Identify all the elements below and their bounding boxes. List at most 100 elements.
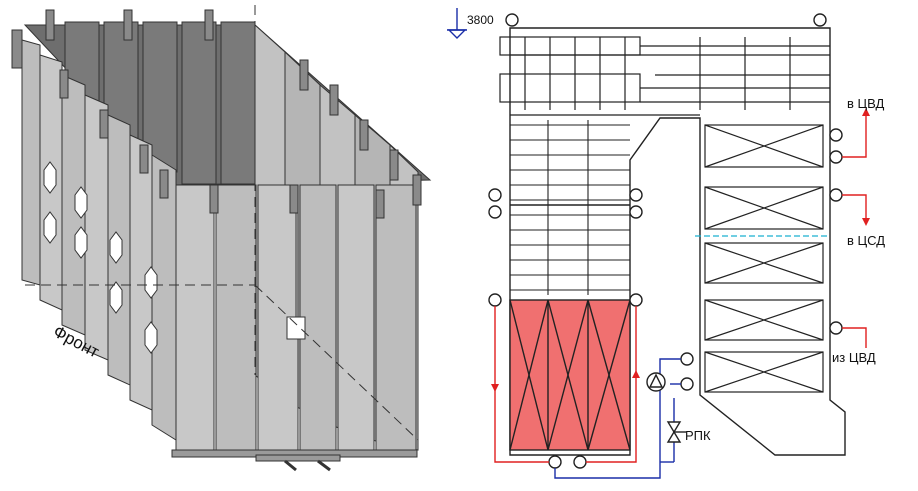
lower-panel-2 <box>215 184 257 454</box>
upper-superheater <box>499 36 641 56</box>
ceiling-tube-bundle <box>499 36 830 116</box>
outlet-hp-label: в ЦВД <box>847 96 885 111</box>
header-circle <box>829 188 843 202</box>
valve-label: РПК <box>685 428 711 443</box>
header-stub <box>45 9 55 41</box>
circulation-loop <box>554 358 681 479</box>
header-circle <box>829 150 843 164</box>
header-circle <box>488 293 502 307</box>
burner-opening-8 <box>144 321 158 354</box>
hx-block-5 <box>704 351 824 393</box>
pump-symbol <box>648 373 664 388</box>
burner-opening-4 <box>74 226 88 259</box>
header-stub <box>289 184 299 214</box>
furnace-cross <box>587 299 631 451</box>
header-circle <box>629 188 643 202</box>
header-circle <box>680 352 694 366</box>
mid-superheater <box>499 73 641 103</box>
header-stub <box>11 29 23 69</box>
hx-block-2 <box>704 186 824 230</box>
burner-opening-3 <box>74 186 88 219</box>
upper-panel-4 <box>181 21 217 185</box>
arrow-head <box>862 218 870 226</box>
arrow-head <box>632 370 640 378</box>
header-circle <box>629 293 643 307</box>
furnace-loop-left <box>494 306 549 463</box>
hx-block-4 <box>704 299 824 341</box>
top-headers <box>11 9 422 219</box>
hx-cross <box>704 351 824 393</box>
valve-bottom <box>666 430 682 443</box>
screen-tubes <box>510 120 630 295</box>
hx-cross <box>704 299 824 341</box>
header-circle <box>488 205 502 219</box>
convective-shaft <box>695 124 830 393</box>
steam-in-hp <box>842 327 867 348</box>
side-screen-1 <box>21 39 41 286</box>
lower-panel-5 <box>337 184 375 454</box>
arrow-head <box>491 384 499 392</box>
top-header-right <box>813 13 827 27</box>
header-stub <box>139 144 149 174</box>
header-circle <box>488 188 502 202</box>
lower-front-panels <box>171 184 418 472</box>
header-circle <box>829 321 843 335</box>
furnace-loop-right <box>586 306 637 463</box>
top-header-left <box>505 13 519 27</box>
burner-opening-6 <box>109 281 123 314</box>
header-circle <box>829 128 843 142</box>
furnace-cross <box>547 299 589 451</box>
inlet-hp-label: из ЦВД <box>832 350 876 365</box>
steam-lines <box>491 108 870 463</box>
burner-opening-1 <box>43 161 57 194</box>
outlet-ip-label: в ЦСД <box>847 233 885 248</box>
drain-pipe-2 <box>317 459 331 472</box>
boiler-isometric-view: Фронт <box>11 5 432 472</box>
drain-pipe-1 <box>284 459 297 472</box>
steam-out-ip <box>842 194 867 220</box>
header-stub <box>389 149 399 181</box>
lower-panel-1 <box>175 184 215 451</box>
boiler-schematic: 3800 <box>447 8 885 479</box>
valve-top <box>666 421 682 434</box>
header-stub <box>123 9 133 41</box>
steam-out-hp <box>842 112 867 158</box>
front-side-screens <box>21 39 177 441</box>
hx-cross <box>704 186 824 230</box>
diagonal-axis-line <box>254 284 419 441</box>
construction-lines <box>25 5 419 441</box>
burner-opening-2 <box>43 211 57 244</box>
header-stub <box>59 69 69 99</box>
lower-panel-4 <box>299 184 337 456</box>
lower-panel-6 <box>375 184 417 451</box>
elevation-mark: 3800 <box>467 13 494 27</box>
header-circle <box>548 455 562 469</box>
header-stub <box>299 59 309 91</box>
burner-opening-5 <box>109 231 123 264</box>
header-stub <box>159 169 169 199</box>
header-stub <box>99 109 109 139</box>
elevation-triangle <box>447 29 467 39</box>
hx-cross <box>704 242 824 284</box>
header-circle <box>680 377 694 391</box>
header-stub <box>359 119 369 151</box>
header-stub <box>204 9 214 41</box>
header-stub <box>375 189 385 219</box>
side-headers <box>488 128 843 469</box>
inspection-hatch <box>286 316 306 340</box>
header-circle <box>573 455 587 469</box>
header-stub <box>329 84 339 116</box>
circulation-pump <box>646 372 666 392</box>
arrow-head <box>862 108 870 116</box>
furnace-cross <box>509 299 549 451</box>
header-stub <box>412 174 422 206</box>
furnace-chamber <box>509 299 631 451</box>
header-stub <box>209 184 219 214</box>
furnace-zone <box>509 299 631 451</box>
control-valve: РПК <box>666 421 711 443</box>
elevation-marker: 3800 <box>447 8 494 39</box>
hx-cross <box>704 124 824 168</box>
hx-block-3 <box>704 242 824 284</box>
